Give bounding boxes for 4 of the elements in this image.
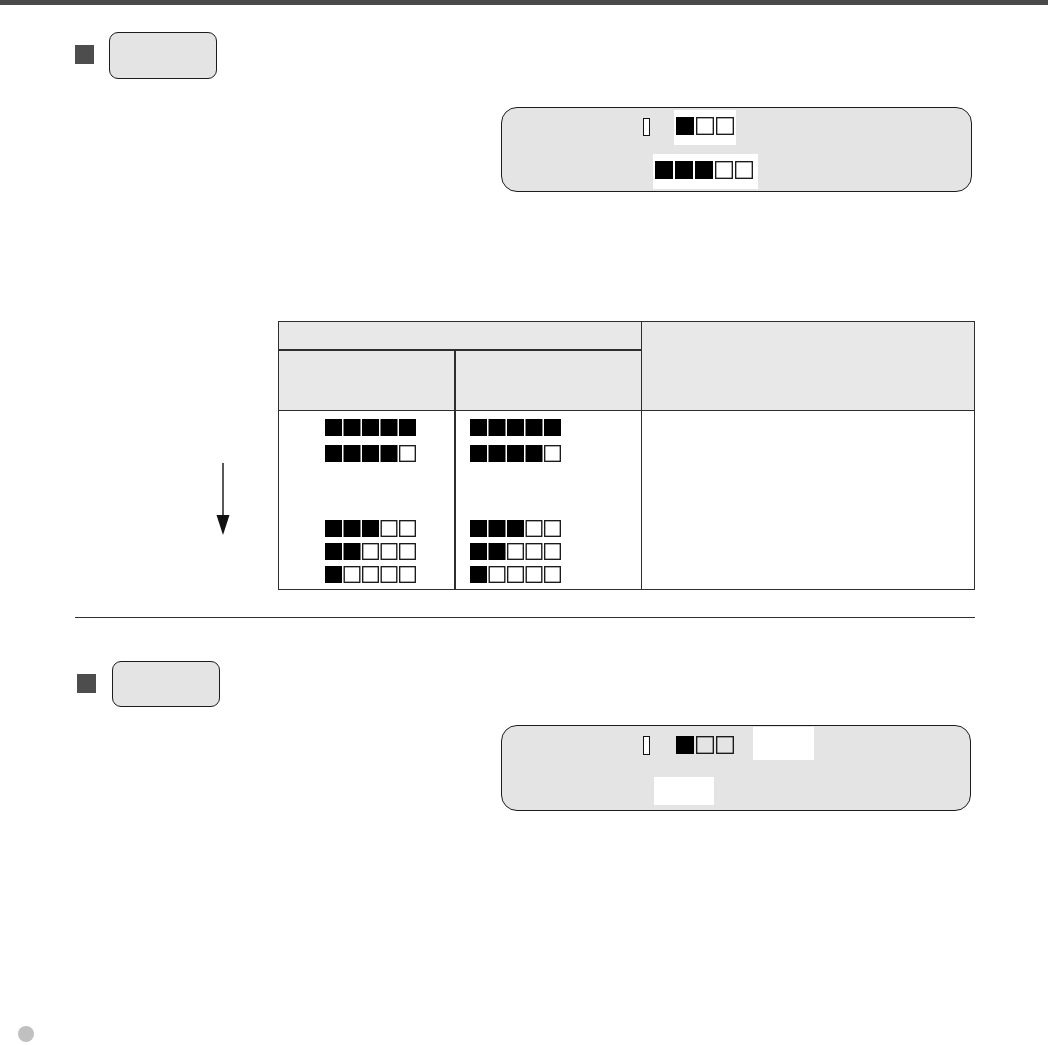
display-panel [501,107,972,192]
display-panel [501,725,971,811]
tab-box [112,661,220,707]
tab-box [109,32,217,79]
